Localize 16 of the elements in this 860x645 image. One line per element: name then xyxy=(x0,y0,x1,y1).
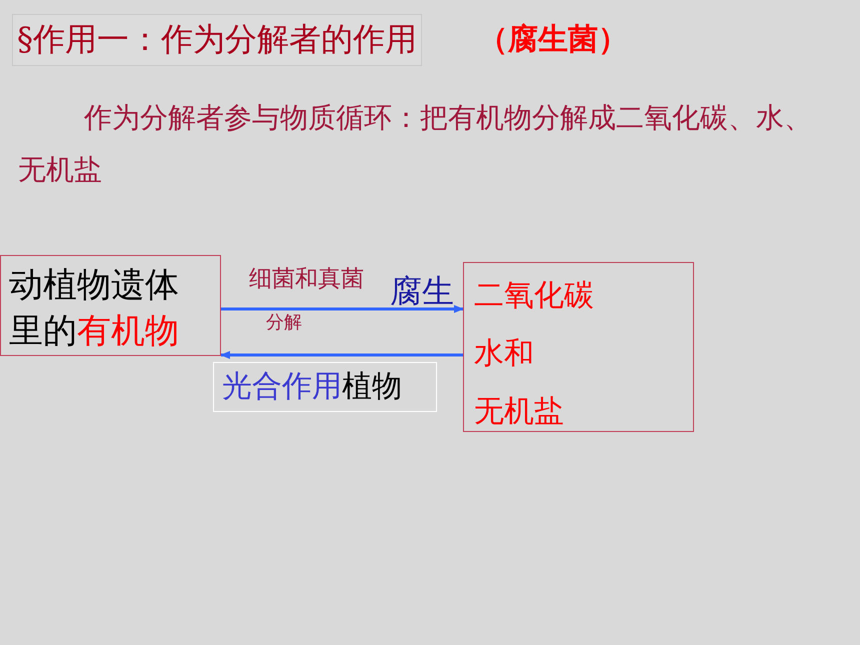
slide-title: §作用一：作为分解者的作用 xyxy=(12,14,422,66)
text-box xyxy=(0,255,221,356)
text-line: 水和 xyxy=(474,335,535,373)
box-text: 光合作用植物 xyxy=(222,369,402,404)
text-box xyxy=(463,262,694,432)
arrow xyxy=(220,351,463,359)
arrow xyxy=(221,305,464,313)
text-line: 二氧化碳 xyxy=(474,277,595,315)
box-text: 动植物遗体里的有机物 xyxy=(9,265,179,351)
text-line: 无机盐 xyxy=(474,393,565,431)
title-note: （腐生菌） xyxy=(478,22,628,58)
text-box xyxy=(213,362,437,412)
annotation-text: 腐生 xyxy=(390,272,454,310)
edge-label: 分解 xyxy=(264,313,304,333)
paragraph: 作为分解者参与物质循环：把有机物分解成二氧化碳、水、无机盐 xyxy=(18,100,813,188)
annotation-text: 细菌和真菌 xyxy=(249,266,364,294)
